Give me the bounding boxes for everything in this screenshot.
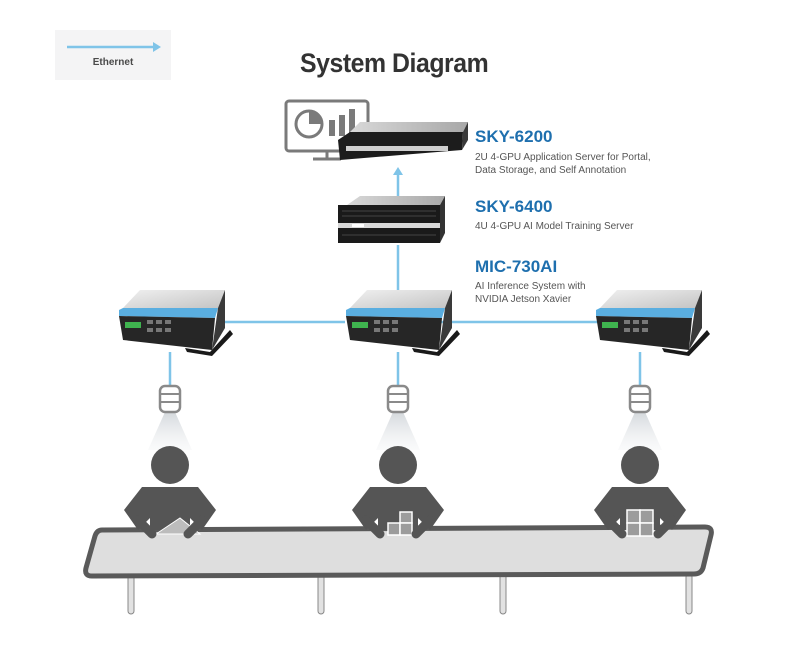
product-name: SKY-6400 [475, 197, 553, 216]
mic-730ai-device [346, 290, 460, 356]
edge-devices [119, 290, 710, 356]
sky-6200-server [338, 122, 468, 160]
terminal-block [125, 322, 141, 328]
worker-head [151, 446, 189, 484]
block-icon [399, 522, 413, 536]
sky-6400-server [338, 196, 445, 243]
worker-body [594, 487, 686, 530]
table-leg [127, 573, 135, 615]
table-leg [499, 573, 507, 615]
camera-database-icon [376, 384, 420, 450]
worker-head [621, 446, 659, 484]
up-arrow-icon [393, 167, 403, 175]
product-description-line: 2U 4-GPU Application Server for Portal, [475, 152, 651, 163]
table-leg [317, 573, 325, 615]
block-icon [387, 522, 401, 536]
page-title: System Diagram [300, 48, 489, 78]
workers [124, 446, 686, 539]
assembly-table [83, 524, 714, 615]
worker-body [124, 487, 216, 530]
product-description-line: AI Inference System with [475, 281, 586, 292]
camera-database-icon [148, 384, 192, 450]
product-name: SKY-6200 [475, 127, 553, 146]
ethernet-arrow-icon [67, 42, 161, 52]
worker-figure [594, 446, 686, 539]
block-icon [639, 522, 654, 537]
worker-head [379, 446, 417, 484]
ethernet-links [168, 172, 642, 385]
worker-figure [124, 446, 216, 539]
dashboard-monitor-icon [284, 99, 370, 161]
table-leg [685, 573, 693, 615]
product-name: MIC-730AI [475, 257, 558, 276]
block-icon [639, 509, 654, 524]
mic-730ai-device [596, 290, 710, 356]
terminal-block [602, 322, 618, 328]
legend: Ethernet [55, 30, 171, 80]
block-icon [626, 522, 641, 537]
camera-database-icon [618, 384, 662, 450]
product-description-line: Data Storage, and Self Annotation [475, 165, 627, 176]
worker-figure [352, 446, 444, 539]
legend-label: Ethernet [92, 57, 134, 68]
product-description-line: NVIDIA Jetson Xavier [475, 294, 572, 305]
worker-body [352, 487, 444, 530]
mic-730ai-device [119, 290, 233, 356]
block-icon [399, 511, 413, 524]
cameras [148, 384, 662, 450]
terminal-block [352, 322, 368, 328]
product-description-line: 4U 4-GPU AI Model Training Server [475, 221, 634, 232]
block-icon [626, 509, 641, 524]
